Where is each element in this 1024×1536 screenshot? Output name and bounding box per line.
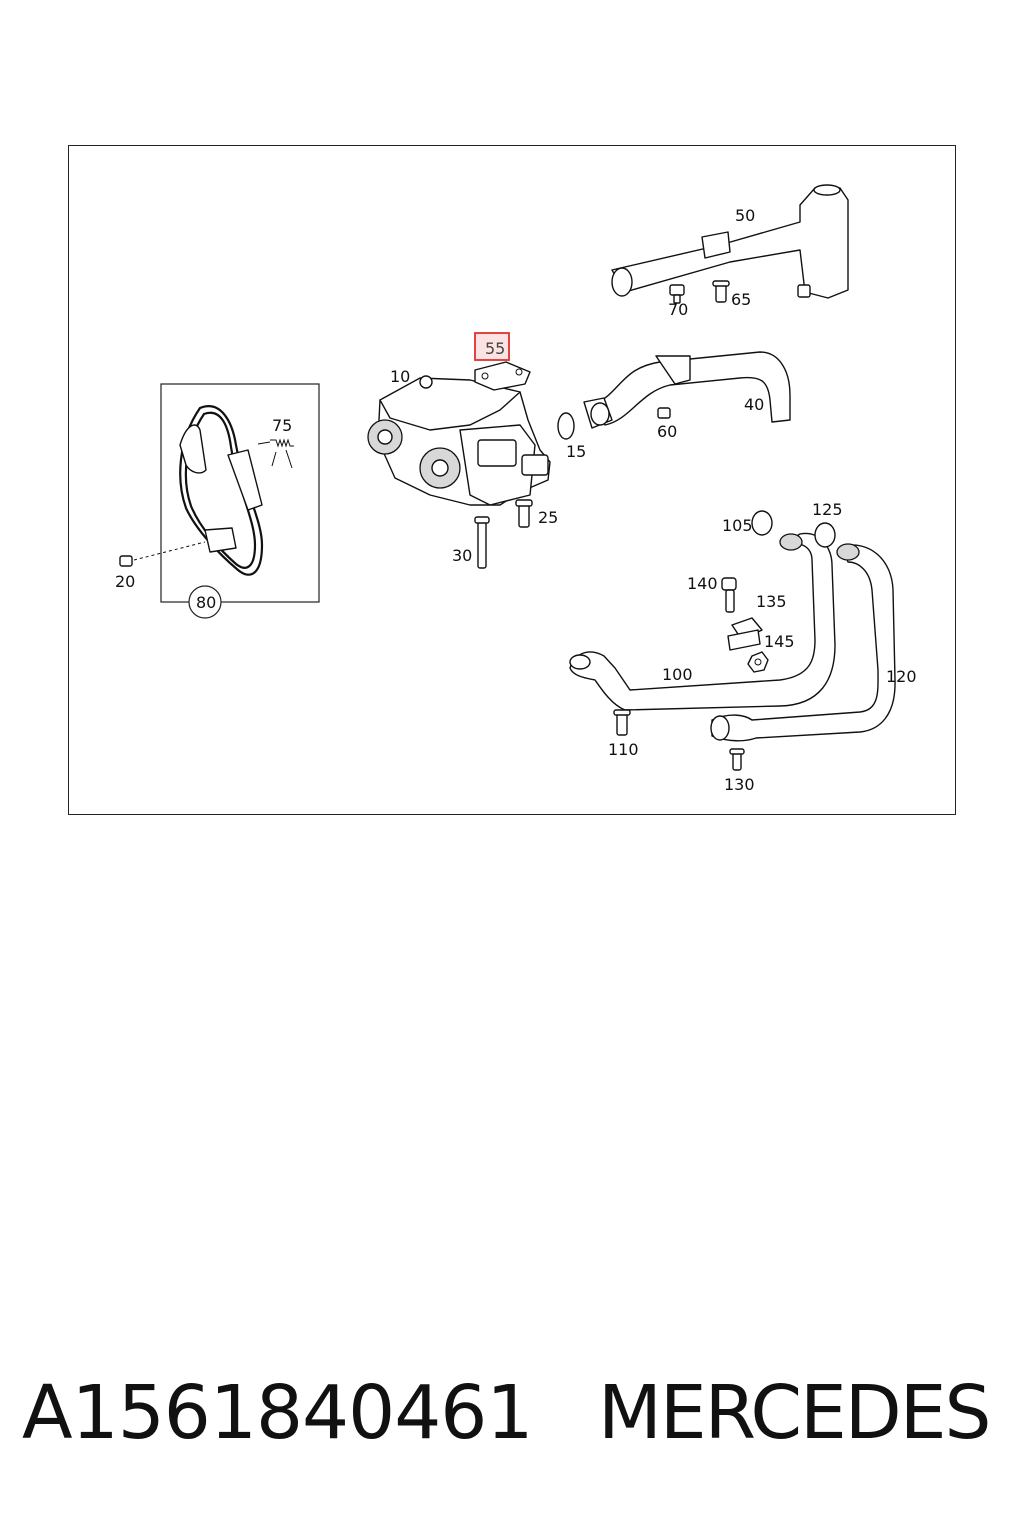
oil-pipe-50	[611, 184, 849, 299]
bolt-30	[474, 516, 490, 569]
gasket-55	[474, 361, 531, 391]
callout-140[interactable]: 140	[687, 574, 718, 593]
callout-145[interactable]: 145	[764, 632, 795, 651]
bolt-140	[721, 577, 737, 613]
callout-40[interactable]: 40	[744, 395, 764, 414]
bolt-60	[657, 407, 671, 419]
chain-tensioner-rail	[179, 424, 263, 553]
callout-60[interactable]: 60	[657, 422, 677, 441]
callout-105[interactable]: 105	[722, 516, 753, 535]
callout-65[interactable]: 65	[731, 290, 751, 309]
callout-50[interactable]: 50	[735, 206, 755, 225]
callout-75[interactable]: 75	[272, 416, 292, 435]
oil-pipe-120	[710, 543, 896, 742]
callout-130[interactable]: 130	[724, 775, 755, 794]
bolt-110	[613, 709, 631, 736]
oil-pipe-100	[569, 532, 836, 711]
o-ring-15	[557, 412, 575, 440]
callout-25[interactable]: 25	[538, 508, 558, 527]
bolt-65	[712, 280, 730, 303]
callout-15[interactable]: 15	[566, 442, 586, 461]
nut-145	[747, 651, 769, 673]
callout-120[interactable]: 120	[886, 667, 917, 686]
chain-inset-box	[160, 383, 320, 603]
o-ring-125	[814, 522, 836, 548]
tensioner-spring	[257, 438, 294, 469]
callout-70[interactable]: 70	[668, 300, 688, 319]
bolt-25	[515, 499, 533, 528]
oil-pump-body	[377, 375, 551, 506]
callout-125[interactable]: 125	[812, 500, 843, 519]
o-ring-105	[751, 510, 773, 536]
callout-135[interactable]: 135	[756, 592, 787, 611]
footer: A1561840461 MERCEDES	[0, 1370, 1024, 1470]
bolt-130	[729, 748, 745, 771]
callout-80[interactable]: 80	[196, 593, 216, 612]
callout-110[interactable]: 110	[608, 740, 639, 759]
diagram-frame	[68, 145, 956, 815]
callout-30[interactable]: 30	[452, 546, 472, 565]
bolt-70	[669, 284, 685, 304]
callout-20[interactable]: 20	[115, 572, 135, 591]
timing-chain	[179, 405, 264, 576]
brand-name: MERCEDES	[598, 1370, 991, 1456]
callout-55[interactable]: 55	[485, 339, 505, 358]
part-number: A1561840461	[22, 1370, 533, 1456]
clip-135	[727, 617, 763, 651]
callout-80-circle	[188, 585, 222, 619]
pump-sprockets	[367, 419, 461, 489]
highlight-box-55	[474, 332, 510, 361]
bolt-20	[119, 541, 206, 567]
callout-10[interactable]: 10	[390, 367, 410, 386]
callout-100[interactable]: 100	[662, 665, 693, 684]
oil-pipe-40	[583, 351, 791, 429]
